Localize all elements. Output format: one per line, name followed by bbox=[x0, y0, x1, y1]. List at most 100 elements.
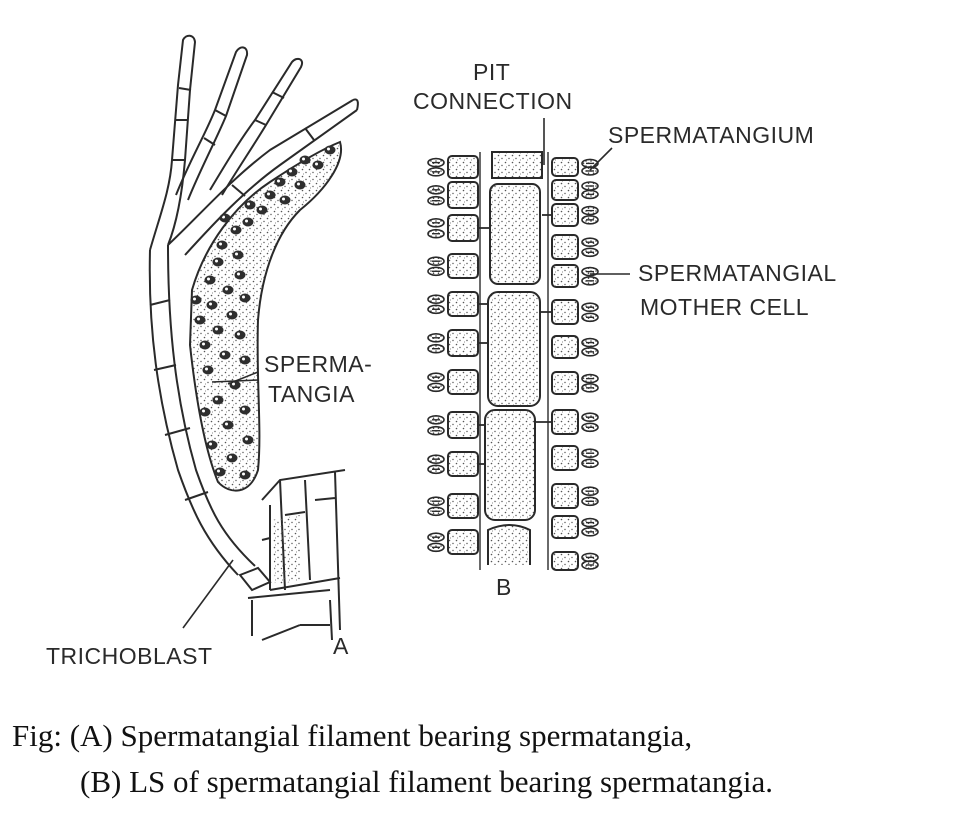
trichoblast-leader bbox=[182, 559, 234, 629]
spermatangium-highlight bbox=[225, 287, 228, 291]
spermatangium-highlight bbox=[197, 317, 200, 321]
spermatangial-mother-cell bbox=[551, 515, 579, 539]
spermatangium-highlight bbox=[235, 252, 238, 256]
spermatangium-highlight bbox=[327, 147, 330, 151]
axial-cell-top bbox=[491, 151, 543, 179]
spermatangia-cluster bbox=[188, 140, 343, 492]
spermatangium-leader bbox=[589, 147, 613, 171]
spermatangium-blob bbox=[226, 310, 238, 320]
spermatangium-highlight bbox=[209, 302, 212, 306]
pit-connection-label-line2: CONNECTION bbox=[413, 88, 573, 114]
spermatangia-label-line1: SPERMA- bbox=[264, 351, 372, 377]
spermatangium-blob bbox=[219, 213, 231, 223]
spermatangium-blob bbox=[234, 270, 246, 280]
spermatangium-blob bbox=[222, 285, 234, 295]
spermatangium-blob bbox=[239, 355, 251, 365]
axial-cell-1 bbox=[489, 183, 541, 285]
spermatangium-highlight bbox=[229, 455, 232, 459]
spermatangial-mother-cell bbox=[551, 264, 579, 288]
spermatangial-mother-cell bbox=[551, 483, 579, 509]
spermatangium-label: SPERMATANGIUM bbox=[608, 122, 814, 148]
spermatangial-mother-cell bbox=[447, 411, 479, 439]
spermatangial-mother-cell bbox=[551, 299, 579, 325]
panel-a-letter: A bbox=[333, 633, 349, 659]
spermatangium-blob bbox=[239, 293, 251, 303]
spermatangium-highlight bbox=[277, 179, 280, 183]
spermatangium-highlight bbox=[209, 442, 212, 446]
spermatangium-blob bbox=[239, 470, 251, 480]
spermatangium-highlight bbox=[282, 197, 285, 201]
spermatangium-highlight bbox=[242, 472, 245, 476]
filament-right-wall-a bbox=[167, 99, 354, 246]
spermatangial-mother-cell bbox=[447, 214, 479, 242]
pit-connection-label-line1: PIT bbox=[473, 59, 510, 85]
spermatangium-highlight bbox=[242, 407, 245, 411]
spermatangium-blob bbox=[219, 350, 231, 360]
spermatangium-blob bbox=[294, 180, 306, 190]
spermatangium-highlight bbox=[202, 342, 205, 346]
spermatangium-blob bbox=[212, 395, 224, 405]
spermatangium-highlight bbox=[193, 297, 196, 301]
spermatangium-blob bbox=[206, 440, 218, 450]
spermatangium-blob bbox=[286, 167, 298, 177]
main-axis-wall-right bbox=[167, 244, 256, 567]
spermatangium-blob bbox=[194, 315, 206, 325]
branch-2 bbox=[175, 46, 249, 201]
spermatangial-mother-cell bbox=[551, 234, 579, 260]
axial-cell-3 bbox=[484, 409, 536, 521]
spermatangial-mother-cell bbox=[551, 335, 579, 359]
main-axis-wall-left bbox=[148, 249, 239, 576]
spermatangium-highlight bbox=[215, 327, 218, 331]
spermatangial-mother-cell bbox=[551, 445, 579, 471]
spermatangial-mother-cell bbox=[551, 409, 579, 435]
spermatangium-blob bbox=[234, 330, 246, 340]
spermatangium-highlight bbox=[215, 259, 218, 263]
spermatangium-blob bbox=[239, 405, 251, 415]
spermatangium-blob bbox=[274, 177, 286, 187]
spermatangium-highlight bbox=[315, 162, 318, 166]
spermatangial-mother-cell bbox=[447, 451, 479, 477]
spermatangial-mother-cell bbox=[447, 329, 479, 357]
spermatangium-blob bbox=[206, 300, 218, 310]
spermatangium-highlight bbox=[217, 469, 220, 473]
spermatangium-blob bbox=[202, 365, 214, 375]
spermatangium-highlight bbox=[229, 312, 232, 316]
spermatangial-mother-cells bbox=[447, 155, 579, 571]
spermatangium-blob bbox=[199, 340, 211, 350]
spermatangial-mother-cell bbox=[551, 157, 579, 177]
spermatangium-highlight bbox=[247, 202, 250, 206]
spermatangium-blob bbox=[212, 257, 224, 267]
spermatangium-highlight bbox=[219, 242, 222, 246]
branch-3 bbox=[209, 57, 303, 196]
spermatangium-blob bbox=[324, 145, 336, 155]
spermatangia-blobs bbox=[190, 145, 336, 480]
spermatangium-highlight bbox=[259, 207, 262, 211]
spermatangium-highlight bbox=[242, 295, 245, 299]
spermatangial-mother-cell bbox=[551, 203, 579, 227]
spermatangium-blob bbox=[242, 435, 254, 445]
spermatangium-highlight bbox=[233, 227, 236, 231]
spermatangium-highlight bbox=[267, 192, 270, 196]
spermatangium-blob bbox=[212, 325, 224, 335]
spermatangium-highlight bbox=[222, 352, 225, 356]
spermatangium-highlight bbox=[302, 157, 305, 161]
spermatangium-highlight bbox=[289, 169, 292, 173]
spermatangium-blob bbox=[232, 250, 244, 260]
spermatangial-mother-cell bbox=[447, 253, 479, 279]
spermatangium-highlight bbox=[245, 437, 248, 441]
spermatangia-leader-2 bbox=[211, 379, 259, 383]
spermatangial-mother-cell bbox=[551, 371, 579, 395]
spermatangium-highlight bbox=[225, 422, 228, 426]
axial-cell-2 bbox=[487, 291, 541, 407]
caption-line-1: Fig: (A) Spermatangial filament bearing … bbox=[12, 718, 693, 753]
spermatangium-highlight bbox=[242, 357, 245, 361]
spermatangium-highlight bbox=[215, 397, 218, 401]
spermatangium-highlight bbox=[297, 182, 300, 186]
spermatangial-mother-cell bbox=[447, 181, 479, 209]
spermatangium-blob bbox=[256, 205, 268, 215]
spermatangium-blob bbox=[312, 160, 324, 170]
spermatangium-highlight bbox=[245, 219, 248, 223]
spermatangium-highlight bbox=[205, 367, 208, 371]
spermatangial-mother-cell bbox=[551, 179, 579, 201]
spermatangium-blob bbox=[226, 453, 238, 463]
